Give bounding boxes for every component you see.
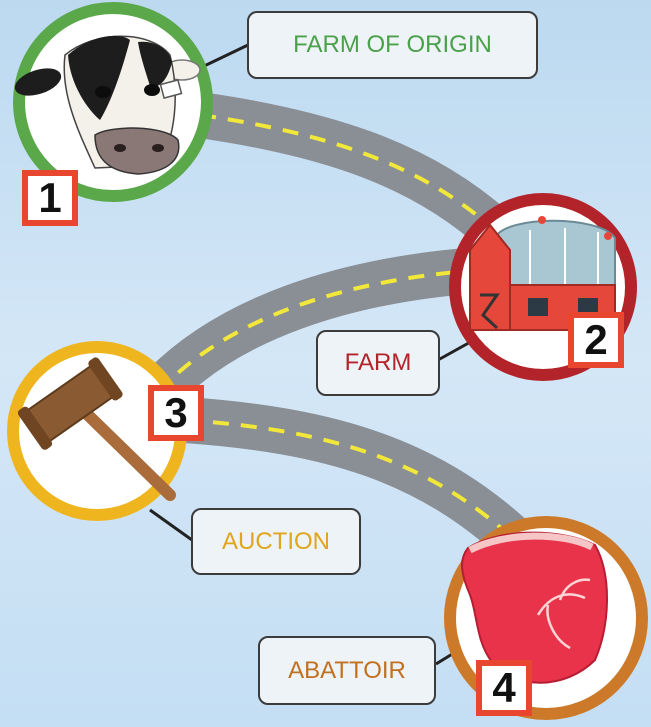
stage-3-label: AUCTION: [191, 508, 361, 575]
stage-4-label: ABATTOIR: [258, 636, 436, 705]
stage-4-number-badge: 4: [476, 660, 532, 716]
callout-pointer-3: [149, 508, 193, 542]
stage-3-number-badge: 3: [148, 385, 204, 441]
stage-1-number-badge: 1: [22, 170, 78, 226]
stage-4-circle: [444, 516, 648, 720]
stage-3-circle: [7, 341, 187, 521]
stage-1-circle: [13, 2, 213, 202]
stage-3-label-text: AUCTION: [222, 527, 330, 555]
stage-1-label-text: FARM OF ORIGIN: [293, 31, 492, 58]
stage-4-label-text: ABATTOIR: [288, 656, 406, 684]
road-3-to-4: [183, 397, 536, 562]
stage-2-label-text: FARM: [344, 349, 412, 376]
gavel-icon: [17, 357, 176, 501]
stage-2-number-badge: 2: [568, 312, 624, 368]
callout-pointer-1: [199, 43, 249, 70]
stage-2-label: FARM: [316, 330, 440, 396]
road-2-to-3: [148, 247, 482, 402]
stage-1-label: FARM OF ORIGIN: [247, 11, 538, 79]
road-1-to-2: [196, 92, 516, 252]
cow-icon: [14, 35, 201, 175]
meat-icon: [461, 531, 608, 684]
